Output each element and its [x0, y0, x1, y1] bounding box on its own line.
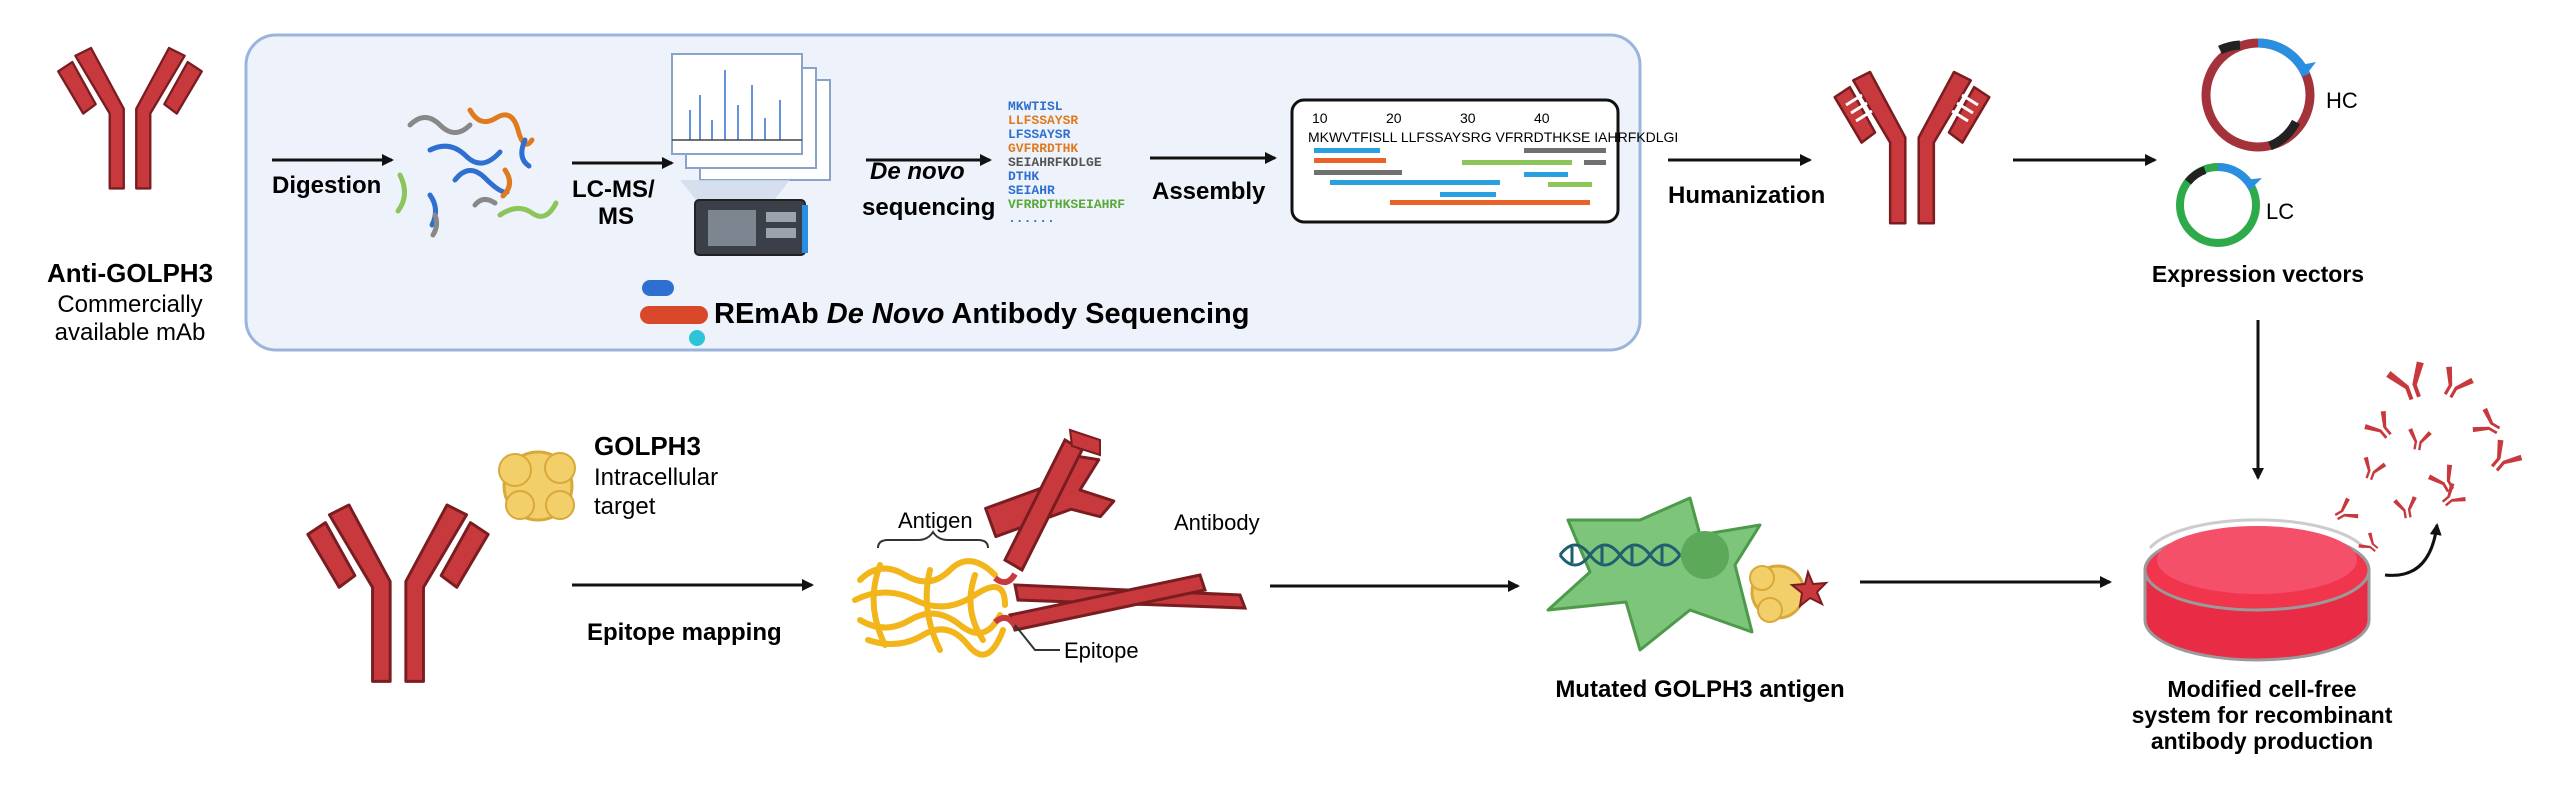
peptide-sequence: LLFSSAYSR — [1008, 113, 1078, 128]
humanization-label: Humanization — [1668, 182, 1825, 209]
production-label-2: system for recombinant — [2132, 702, 2393, 728]
expression-vectors-label: Expression vectors — [2152, 261, 2364, 287]
lc-label: LC — [2266, 199, 2294, 224]
mutated-antigen-label: Mutated GOLPH3 antigen — [1555, 676, 1844, 703]
assembly-sequence: MKWVTFISLL LLFSSAYSRG VFRRDTHKSE IAHRFKD… — [1308, 129, 1678, 145]
lc-plasmid-icon — [2176, 163, 2262, 247]
production-label-3: antibody production — [2151, 728, 2373, 754]
antibody-icon — [306, 503, 490, 683]
denovo-label-2: sequencing — [862, 194, 995, 221]
peptide-sequence: SEIAHR — [1008, 183, 1055, 198]
remab-logo-icon — [640, 280, 708, 346]
mass-spectrometer-icon — [671, 53, 831, 256]
hc-plasmid-icon — [2201, 38, 2316, 152]
peptide-sequence: GVFRRDTHK — [1008, 141, 1078, 156]
source-antibody-desc-1: Commercially — [57, 291, 202, 318]
peptide-sequence: ...... — [1008, 211, 1055, 226]
peptide-sequence: SEIAHRFKDLGE — [1008, 155, 1102, 170]
epitope-label: Epitope — [1064, 638, 1139, 663]
golph3-desc-2: target — [594, 493, 656, 520]
source-antibody-icon — [57, 46, 203, 190]
assembly-tick-label: 40 — [1534, 110, 1550, 126]
release-arrow — [2384, 523, 2442, 577]
source-antibody-desc-2: available mAb — [55, 319, 206, 346]
assembly-tick-label: 30 — [1460, 110, 1476, 126]
source-antibody-name: Anti-GOLPH3 — [47, 258, 213, 288]
produced-antibodies-icon — [2330, 359, 2525, 558]
peptide-sequence: MKWTISL — [1008, 99, 1063, 114]
peptide-fragments-icon — [395, 107, 559, 238]
epitope-mapping-label: Epitope mapping — [587, 619, 782, 646]
assembly-tick-label: 10 — [1312, 110, 1328, 126]
golph3-label: GOLPH3 — [594, 431, 701, 461]
antigen-antibody-complex-icon — [852, 428, 1248, 658]
remab-title: REmAb De Novo Antibody Sequencing — [714, 298, 1249, 330]
peptide-sequence: LFSSAYSR — [1008, 127, 1071, 142]
peptide-sequence: VFRRDTHKSEIAHRF — [1008, 197, 1125, 212]
lcms-label-2: MS — [598, 203, 634, 230]
lcms-label-1: LC-MS/ — [572, 176, 655, 203]
peptide-sequence: DTHK — [1008, 169, 1039, 184]
assembly-reads — [1314, 148, 1606, 205]
assembly-box — [1290, 98, 1620, 224]
humanized-antibody-icon — [1833, 70, 1991, 225]
assembly-ticks: 10 20 30 40 — [1312, 110, 1550, 126]
golph3-desc-1: Intracellular — [594, 464, 718, 491]
antibody-label: Antibody — [1174, 510, 1260, 535]
petri-dish-icon — [2143, 518, 2371, 662]
hc-label: HC — [2326, 88, 2358, 113]
denovo-label-1: De novo — [870, 158, 965, 185]
mutated-cell-icon — [1546, 496, 1829, 652]
digestion-label: Digestion — [272, 172, 381, 199]
peptide-list: MKWTISLLLFSSAYSRLFSSAYSRGVFRRDTHKSEIAHRF… — [1008, 99, 1125, 226]
production-label-1: Modified cell-free — [2167, 676, 2356, 702]
antigen-label: Antigen — [898, 508, 973, 533]
assembly-tick-label: 20 — [1386, 110, 1402, 126]
golph3-protein-icon — [498, 450, 576, 522]
assembly-label: Assembly — [1152, 178, 1266, 205]
